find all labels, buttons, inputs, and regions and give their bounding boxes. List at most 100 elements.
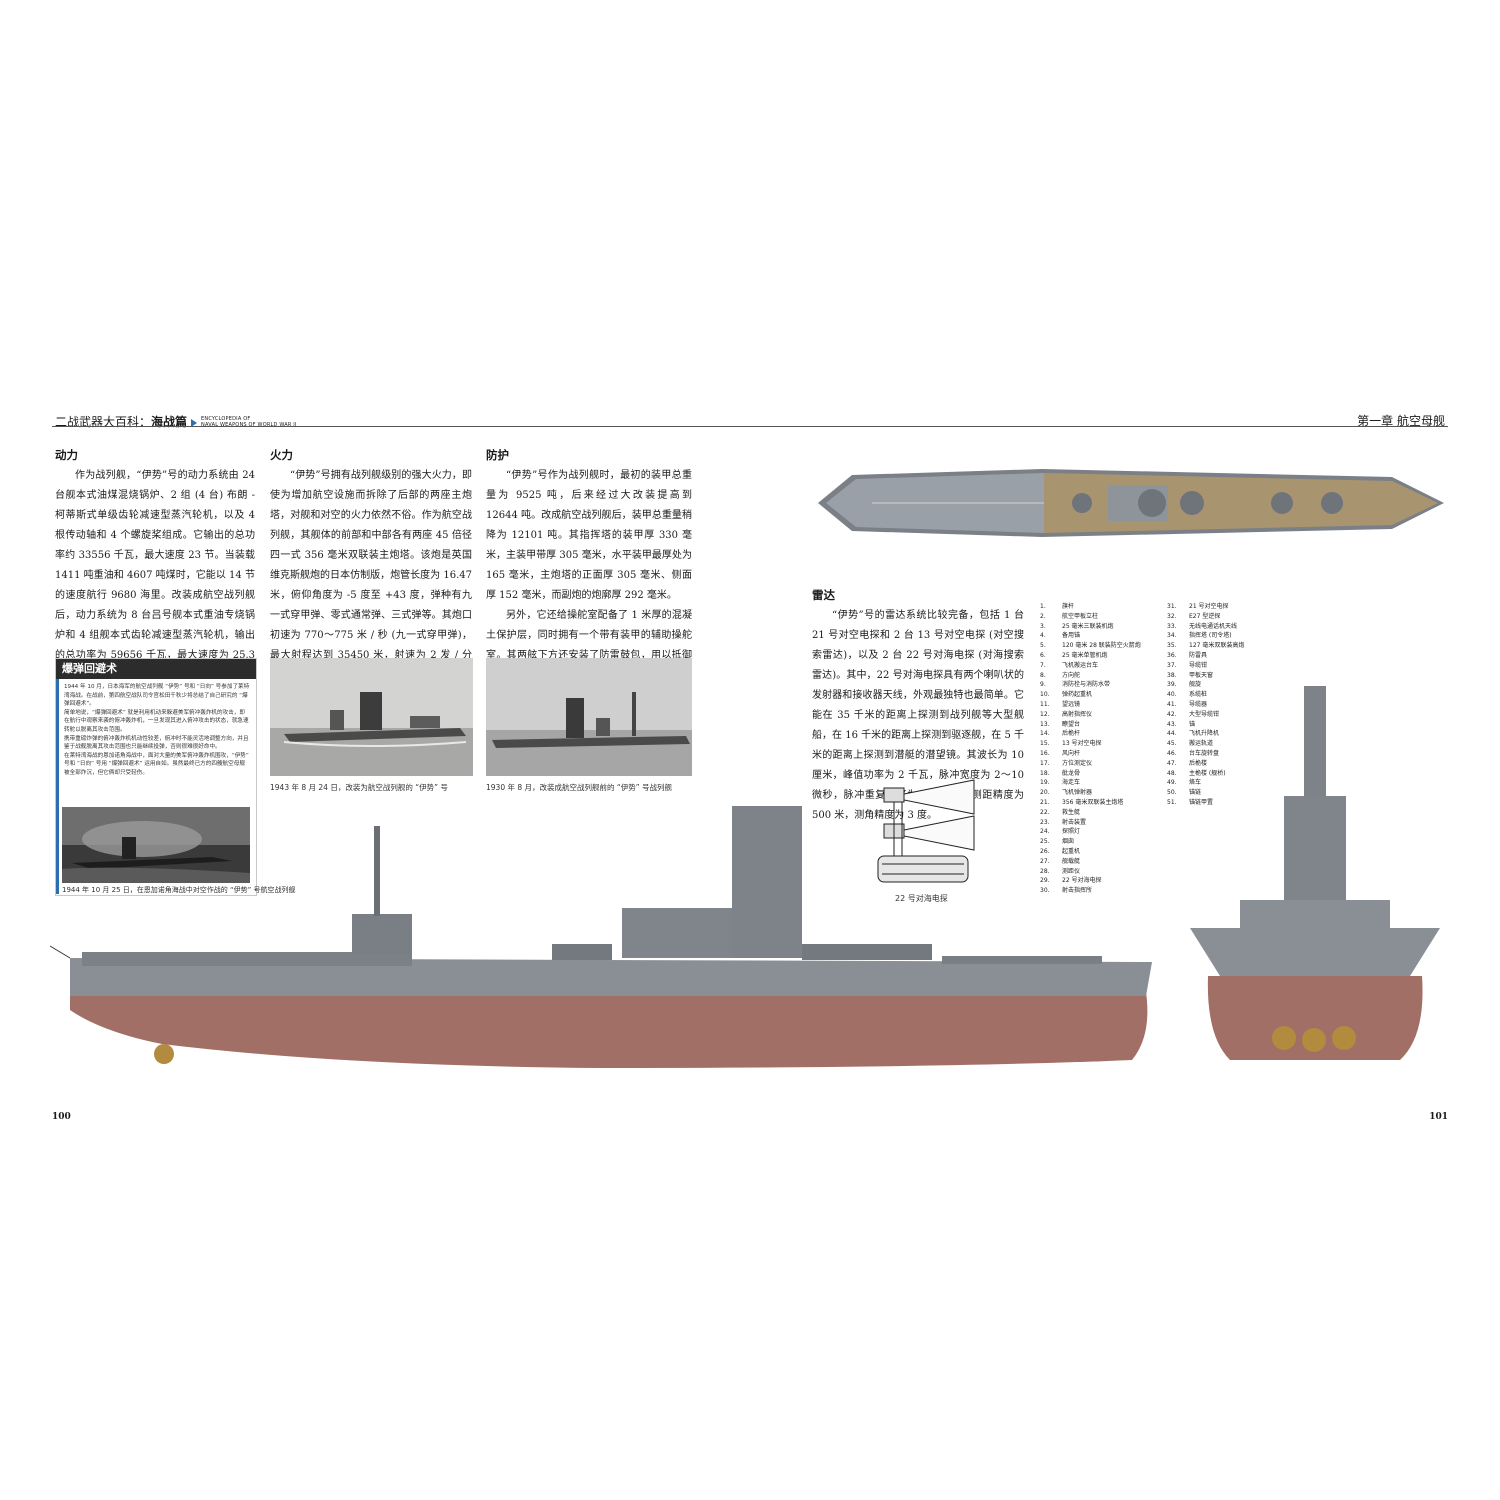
parts-list-number: 27. (1040, 857, 1050, 865)
section-body: “伊势”号作为战列舰时，最初的装甲总重量为 9525 吨，后来经过大改装提高到 … (486, 470, 692, 601)
parts-list-number: 2. (1040, 612, 1046, 620)
parts-list-label: 消防栓与消防水带 (1062, 681, 1111, 689)
parts-list-label: 台车旋转盘 (1189, 749, 1220, 757)
parts-list-number: 4. (1040, 632, 1046, 640)
parts-list-item: 5. 120 毫米 28 联装防空火箭炮 (1040, 641, 1141, 651)
parts-list-label: 飞机升降机 (1189, 730, 1220, 738)
parts-list-item: 28.测距仪 (1040, 867, 1141, 877)
parts-list-label: 无线电通话机天线 (1189, 622, 1238, 630)
parts-list-item: 3.25 毫米三联装机炮 (1040, 622, 1141, 632)
parts-list-number: 28. (1040, 867, 1050, 875)
parts-list-item: 40.系缆桩 (1167, 690, 1244, 700)
photo-ise-1943 (270, 658, 473, 776)
parts-list-label: 射击指挥所 (1062, 887, 1093, 895)
parts-list-item: 44. 飞机升降机 (1167, 729, 1244, 739)
parts-list-item: 43.锚 (1167, 720, 1244, 730)
parts-list-number: 15. (1040, 740, 1050, 748)
ship-front-view (1190, 686, 1440, 1060)
parts-list-label: 射击装置 (1062, 818, 1087, 826)
parts-list-item: 12.高射指挥仪 (1040, 710, 1141, 720)
parts-list-item: 49.烙车 (1167, 778, 1244, 788)
parts-list-number: 16. (1040, 749, 1050, 757)
parts-list-item: 6.25 毫米单管机炮 (1040, 651, 1141, 661)
parts-list-number: 49. (1167, 779, 1177, 787)
parts-list-item: 51. 锚链甲置 (1167, 798, 1244, 808)
parts-list-label: 方位测定仪 (1062, 759, 1093, 767)
parts-list-item: 15.13 号对空电探 (1040, 739, 1141, 749)
parts-list-number: 37. (1167, 661, 1177, 669)
ship-side-view (49, 806, 1152, 1068)
parts-list-number: 19. (1040, 779, 1050, 787)
parts-list-item: 23.射击装置 (1040, 818, 1141, 828)
parts-list-number: 20. (1040, 789, 1050, 797)
parts-list-item: 7.飞机搬运台车 (1040, 661, 1141, 671)
parts-list-item: 42.大型导缆钳 (1167, 710, 1244, 720)
sidebar-photo-caption: 1944 年 10 月 25 日，在恩加诺角海战中对空作战的 “伊势” 号航空战… (62, 886, 296, 894)
parts-list-label: E27 型逆探 (1189, 612, 1221, 620)
parts-list-item: 35.127 毫米双联装高炮 (1167, 641, 1244, 651)
parts-list-item: 20.飞机弹射器 (1040, 788, 1141, 798)
parts-list-number: 17. (1040, 759, 1050, 767)
parts-list-number: 46. (1167, 749, 1177, 757)
parts-list-number: 31. (1167, 603, 1177, 610)
parts-list-label: 旗杆 (1062, 603, 1075, 610)
parts-list-label: 后桅楼 (1189, 759, 1208, 767)
parts-list-number: 39. (1167, 681, 1177, 689)
parts-list-number: 12. (1040, 710, 1050, 718)
sidebar-accent-bar (56, 679, 59, 894)
parts-list-label: 烟囱 (1062, 838, 1075, 846)
parts-list-item: 16. 风向杆 (1040, 749, 1141, 759)
parts-list-label: 风向杆 (1062, 749, 1081, 757)
parts-list-item: 30. 射击指挥所 (1040, 886, 1141, 896)
parts-list-label: 21 号对空电探 (1189, 603, 1229, 610)
parts-list-label: 大型导缆钳 (1189, 710, 1220, 718)
ship-top-view (818, 469, 1444, 537)
radar-22-figure (877, 779, 975, 883)
sidebar-paragraph: 在莱特湾海战的恩加诺角海战中，面对大量的美军俯冲轰炸机围攻，“伊势” 号和 “日… (64, 752, 249, 776)
book-title-prefix: 二战武器大百科： (55, 415, 152, 429)
parts-list-number: 9. (1040, 681, 1046, 689)
parts-list-number: 51. (1167, 798, 1177, 806)
parts-list-label: 主桅楼 (舰桥) (1189, 769, 1226, 777)
parts-list-label: 指挥塔 (司令塔) (1189, 632, 1232, 640)
parts-list-number: 25. (1040, 838, 1050, 846)
parts-list-item: 39.舰旋 (1167, 680, 1244, 690)
parts-list-label: 系缆桩 (1189, 691, 1208, 699)
page-number-left: 100 (52, 1112, 71, 1122)
parts-list-item: 45.搬运轨道 (1167, 739, 1244, 749)
parts-list-label: 救生艇 (1062, 808, 1081, 816)
parts-list-item: 11.望远镜 (1040, 700, 1141, 710)
parts-list-number: 33. (1167, 622, 1177, 630)
parts-list-label: 120 毫米 28 联装防空火箭炮 (1062, 642, 1141, 650)
parts-list-label: 防雷具 (1189, 651, 1208, 659)
section-title: 防护 (486, 448, 509, 462)
parts-list-number: 7. (1040, 661, 1046, 669)
parts-list-item: 19. 海走车 (1040, 778, 1141, 788)
parts-list-number: 11. (1040, 700, 1050, 708)
triangle-marker-icon (191, 418, 198, 427)
parts-list-label: 瞭望台 (1062, 720, 1081, 728)
parts-list-item: 48.主桅楼 (舰桥) (1167, 769, 1244, 779)
parts-list-label: 锚 (1189, 720, 1196, 728)
parts-list-number: 44. (1167, 730, 1177, 738)
sidebar-title: 爆弹回避术 (56, 659, 256, 679)
parts-list-label: 锚链甲置 (1189, 798, 1214, 806)
parts-list-label: 备用锚 (1062, 632, 1081, 640)
parts-list-number: 38. (1167, 671, 1177, 679)
parts-list-item: 32.E27 型逆探 (1167, 612, 1244, 622)
parts-list-item: 21.356 毫米双联装主炮塔 (1040, 798, 1141, 808)
parts-list-number: 26. (1040, 847, 1050, 855)
parts-list-number: 1. (1040, 603, 1046, 610)
parts-list-item: 50.锚链 (1167, 788, 1244, 798)
parts-list-label: 海走车 (1062, 779, 1081, 787)
parts-list-number: 5. (1040, 642, 1046, 650)
section-title: 雷达 (812, 588, 835, 602)
parts-list-label: 航空甲板立柱 (1062, 612, 1099, 620)
parts-list-item: 37.导缆钳 (1167, 661, 1244, 671)
book-title-bold: 海战篇 (151, 415, 188, 429)
parts-list-number: 30. (1040, 887, 1050, 895)
header-rule (52, 426, 1448, 427)
parts-list-item: 36.防雷具 (1167, 651, 1244, 661)
